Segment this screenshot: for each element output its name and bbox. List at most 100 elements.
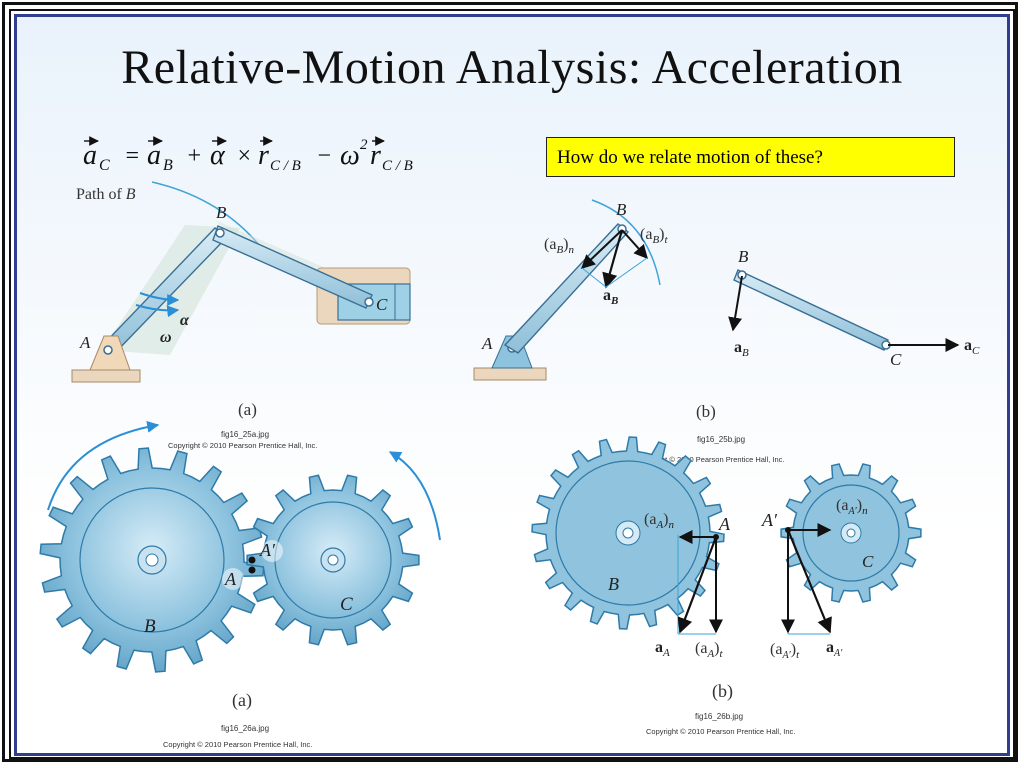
filename-26a: fig16_26a.jpg xyxy=(221,724,269,733)
ac-sub: C xyxy=(972,345,980,357)
eq-r2-sub: C / B xyxy=(382,158,413,174)
ab-sub: B xyxy=(610,295,618,307)
highlight-a xyxy=(222,568,244,590)
gear-c-26b-axle xyxy=(846,528,856,538)
gear-b-pitch-circle xyxy=(79,487,225,633)
figure-16-26b-gear-accelerations: A B (aA)n aA (aA)t A′ C (aA′)n (aA′)t aA… xyxy=(531,436,922,736)
apn-close: ) xyxy=(857,497,862,514)
label-omega: ω xyxy=(160,329,172,346)
label-c-25b: C xyxy=(890,350,902,369)
copyright-25a: Copyright © 2010 Pearson Prentice Hall, … xyxy=(168,441,317,450)
gear-c-26b-pitch xyxy=(802,484,900,582)
label-ab2: aB xyxy=(734,339,749,359)
gear-b-axle xyxy=(145,553,159,567)
aat-sub: A xyxy=(706,648,714,660)
label-abn: (aB)n xyxy=(544,236,575,256)
label-ap: aA′ xyxy=(826,639,843,659)
pin-b xyxy=(215,228,225,238)
apt-t: t xyxy=(796,649,800,661)
copyright-25b: ht © 2010 Pearson Prentice Hall, Inc. xyxy=(661,455,785,464)
ac-letter: a xyxy=(964,337,972,354)
path-of-label-b: B xyxy=(126,186,136,203)
path-of-b-arc-25b xyxy=(591,199,661,286)
label-aa: aA xyxy=(655,639,670,659)
slide-frame-middle xyxy=(9,9,1015,759)
label-a-26a: A xyxy=(224,569,237,589)
gear-b-rotation-arrow xyxy=(47,420,160,511)
eq-omega: ω xyxy=(340,140,360,171)
gear-c-axle xyxy=(327,554,339,566)
apt-sub: A′ xyxy=(781,650,791,661)
ab2-letter: a xyxy=(734,339,742,356)
copyright-26b: Copyright © 2010 Pearson Prentice Hall, … xyxy=(646,727,795,736)
gear-c-rotation-arrow xyxy=(388,451,441,541)
abt-t: t xyxy=(665,234,669,246)
abn-close: ) xyxy=(563,236,568,253)
eq-equals: = xyxy=(124,143,140,169)
abn-open: (a xyxy=(544,236,556,253)
label-a-prime-26b: A′ xyxy=(761,510,778,530)
figure-16-25a-linkage: Path of B B C A α ω xyxy=(71,181,411,450)
filename-26b: fig16_26b.jpg xyxy=(695,712,743,721)
label-ab: aB xyxy=(603,287,618,307)
question-box: How do we relate motion of these? xyxy=(546,137,955,177)
eq-times: × xyxy=(236,143,252,169)
label-b: B xyxy=(216,203,227,222)
path-of-b-label: Path of B xyxy=(76,186,136,203)
eq-squared: 2 xyxy=(360,137,368,153)
link-bc-25b xyxy=(733,269,889,351)
ab2-sub: B xyxy=(742,347,749,359)
label-a-25b: A xyxy=(481,334,493,353)
caption-26b: (b) xyxy=(712,681,733,702)
label-b-25b: B xyxy=(616,200,627,219)
vector-ap xyxy=(786,529,832,634)
aat-t: t xyxy=(720,648,724,660)
label-c-26b: C xyxy=(862,552,874,571)
gear-b-26b-axle xyxy=(622,527,634,539)
point-a-26b xyxy=(713,534,719,540)
component-guide-1 xyxy=(581,267,607,288)
vector-abt xyxy=(621,229,648,260)
copyright-26a: Copyright © 2010 Pearson Prentice Hall, … xyxy=(163,740,312,749)
label-apt: (aA′)t xyxy=(770,641,800,661)
vector-ab xyxy=(602,229,624,289)
label-abt: (aB)t xyxy=(640,226,669,246)
pin-c xyxy=(364,297,374,307)
aat-close: ) xyxy=(714,640,719,657)
aan-close: ) xyxy=(663,511,668,528)
gear-b-26b-pitch xyxy=(555,460,701,606)
ap-sub: A′ xyxy=(833,648,843,659)
contact-point-a xyxy=(248,566,256,574)
eq-a-c-sub: C xyxy=(99,157,110,174)
apn-open: (a xyxy=(836,497,848,514)
ground-a-25b xyxy=(473,367,547,381)
apt-close: ) xyxy=(791,641,796,658)
abt-open: (a xyxy=(640,226,652,243)
abt-close: ) xyxy=(659,226,664,243)
abn-sub: B xyxy=(556,244,563,256)
aa-sub: A xyxy=(662,647,670,659)
caption-25a: (a) xyxy=(238,400,257,419)
omega-arrow xyxy=(139,292,180,306)
aa-letter: a xyxy=(655,639,663,656)
acceleration-equation: a C = a B + α × r C / B − ω 2 r C / B xyxy=(83,136,413,174)
caption-25b: (b) xyxy=(696,402,716,421)
vector-ab-2 xyxy=(728,275,743,332)
slide-title: Relative-Motion Analysis: Acceleration xyxy=(121,41,903,94)
eq-a-b: a xyxy=(147,140,161,171)
caption-26a: (a) xyxy=(232,690,252,711)
contact-point-a-prime xyxy=(248,556,256,564)
label-b-26a: B xyxy=(144,616,156,637)
label-alpha: α xyxy=(180,312,190,329)
figure-16-25b-accelerations: B A (aB)n (aB)t aB B C aB aC (b) fig16_2… xyxy=(473,199,980,464)
aan-open: (a xyxy=(644,511,656,528)
highlight-a-prime xyxy=(261,540,283,562)
label-b-26b: B xyxy=(608,574,619,594)
ap-letter: a xyxy=(826,639,834,656)
aan-n: n xyxy=(669,519,675,531)
link-ab-25b xyxy=(503,223,630,354)
path-of-label-text: Path of xyxy=(76,186,126,203)
vector-abn xyxy=(580,229,623,269)
